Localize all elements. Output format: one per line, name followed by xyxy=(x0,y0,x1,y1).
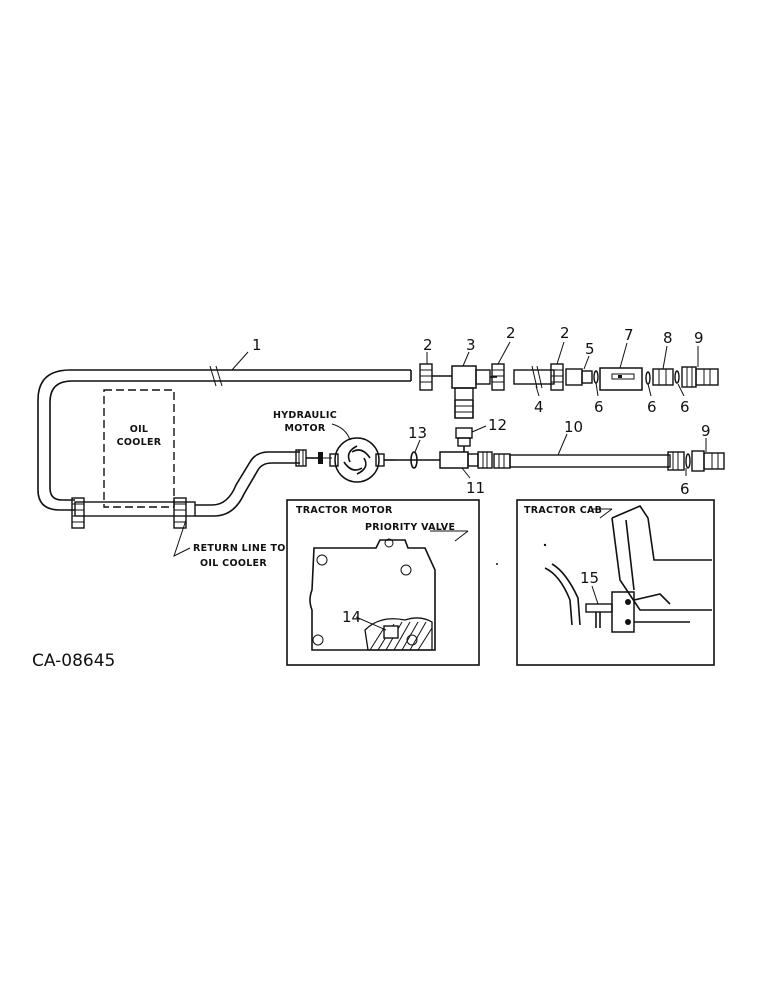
hose-10 xyxy=(493,451,691,471)
return-line-label-1: RETURN LINE TO xyxy=(193,543,286,554)
motor-leader xyxy=(331,423,351,441)
oil-cooler: OIL COOLER xyxy=(71,389,196,529)
callout-6c: 6 xyxy=(680,398,690,416)
callout-11: 11 xyxy=(466,479,485,497)
callout-12: 12 xyxy=(488,416,507,434)
callout-6b: 6 xyxy=(647,398,657,416)
hydraulic-motor-label-1: HYDRAULIC xyxy=(273,410,337,421)
callout-5: 5 xyxy=(585,340,595,358)
coupler-9-bottom xyxy=(691,450,725,472)
callout-8: 8 xyxy=(663,329,673,347)
fitting-12 xyxy=(455,427,473,452)
inset-right-title: TRACTOR CAB xyxy=(524,505,602,516)
callout-7: 7 xyxy=(624,326,634,344)
callout-1: 1 xyxy=(252,336,262,354)
oil-cooler-label-2: COOLER xyxy=(117,437,162,448)
inset-left-title: TRACTOR MOTOR xyxy=(296,505,393,516)
callout-4: 4 xyxy=(534,398,544,416)
callout-2b: 2 xyxy=(506,324,516,342)
fitting-8 xyxy=(652,368,680,386)
callout-6a: 6 xyxy=(594,398,604,416)
callout-numbers: 1 2 3 2 2 5 7 8 9 4 6 6 6 12 13 10 9 11 … xyxy=(252,324,711,498)
callout-2c: 2 xyxy=(560,324,570,342)
diagram-code: CA-08645 xyxy=(32,651,115,671)
callout-leaders xyxy=(231,341,707,479)
callout-2a: 2 xyxy=(423,336,433,354)
callout-15: 15 xyxy=(580,569,599,587)
inset-tractor-cab: TRACTOR CAB 15 xyxy=(516,499,715,666)
hydraulic-motor-label-2: MOTOR xyxy=(285,423,326,434)
return-line-label-2: OIL COOLER xyxy=(200,558,267,569)
hydraulic-motor xyxy=(329,437,396,483)
return-line-leader xyxy=(173,519,191,557)
callout-9-top: 9 xyxy=(694,329,704,347)
callout-3: 3 xyxy=(466,336,476,354)
callout-6d: 6 xyxy=(680,480,690,498)
tee-11 xyxy=(439,451,493,469)
hose-1 xyxy=(37,365,412,511)
clamp-2a xyxy=(419,363,433,391)
callout-14: 14 xyxy=(342,608,361,626)
adapter-5 xyxy=(565,368,599,386)
callout-13: 13 xyxy=(408,424,427,442)
tee-3 xyxy=(451,365,497,419)
oil-cooler-label-1: OIL xyxy=(130,424,149,435)
valve-7 xyxy=(599,367,651,391)
callout-9-bottom: 9 xyxy=(701,422,711,440)
clamp-2c xyxy=(550,363,564,391)
inset-left-subtitle: PRIORITY VALVE xyxy=(365,522,455,533)
callout-10: 10 xyxy=(564,418,583,436)
coupler-9-top xyxy=(681,366,719,388)
hose-4 xyxy=(513,365,555,389)
inset-tractor-motor: TRACTOR MOTOR PRIORITY VALVE 14 xyxy=(286,499,480,666)
